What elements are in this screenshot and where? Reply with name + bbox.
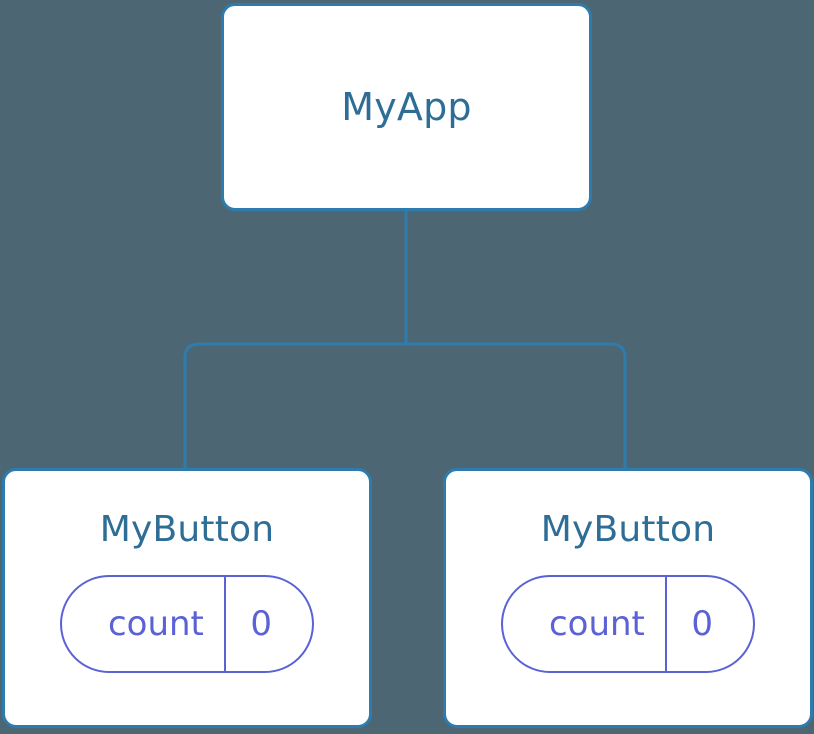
state-pill-divider — [223, 577, 227, 671]
state-value-label: 0 — [691, 604, 714, 644]
state-pill-count[interactable]: count 0 — [500, 575, 756, 673]
state-pill-divider — [664, 577, 668, 671]
edge-bus — [183, 342, 627, 468]
tree-node-myapp[interactable]: MyApp — [221, 3, 592, 211]
state-value-label: 0 — [250, 604, 273, 644]
state-key-label: count — [107, 604, 204, 644]
state-pill-count[interactable]: count 0 — [59, 575, 315, 673]
tree-node-mybutton-left[interactable]: MyButton count 0 — [2, 468, 372, 728]
node-title-myapp: MyApp — [341, 85, 472, 129]
tree-node-mybutton-right[interactable]: MyButton count 0 — [443, 468, 813, 728]
node-title-mybutton: MyButton — [99, 509, 275, 550]
node-title-mybutton: MyButton — [540, 509, 716, 550]
state-key-label: count — [548, 604, 645, 644]
